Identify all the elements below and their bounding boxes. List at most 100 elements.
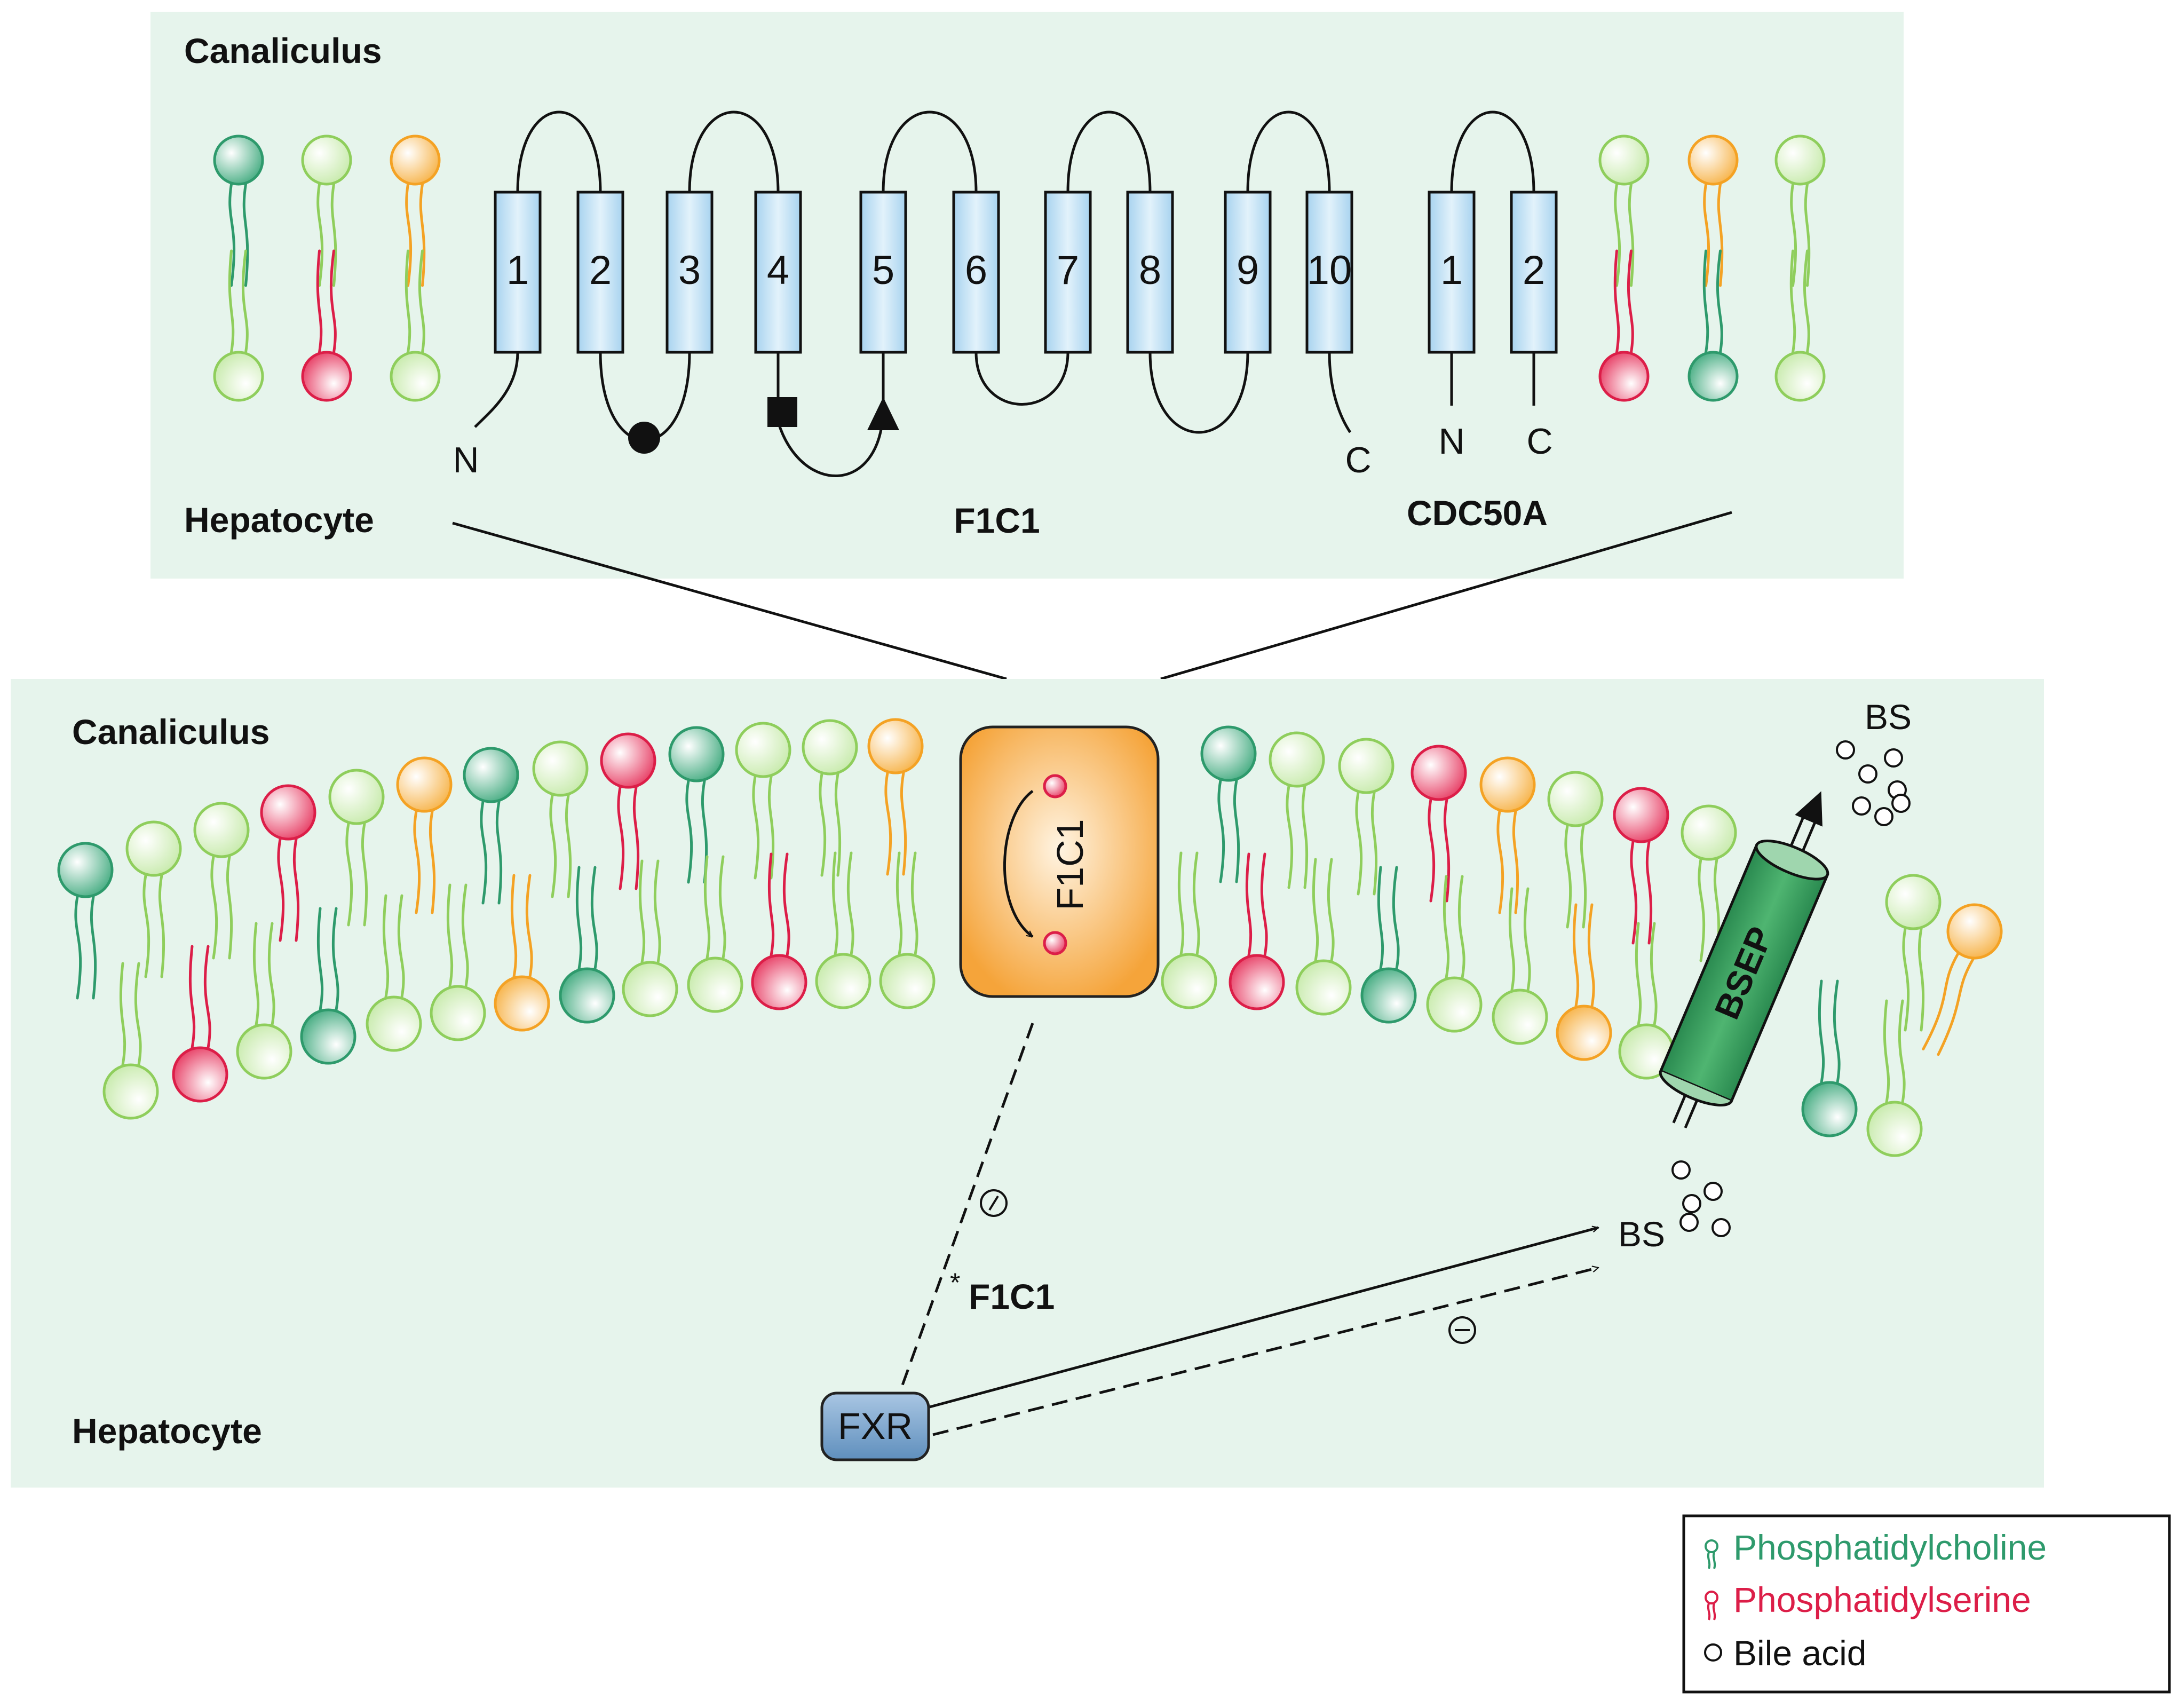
phosphatidylcholine-lipid xyxy=(1687,249,1739,402)
light-lipid xyxy=(1161,851,1217,1009)
light-lipid xyxy=(1618,922,1675,1080)
lipid-bilayer xyxy=(57,718,2003,1157)
bile-acid-particle xyxy=(1671,1160,1691,1180)
svg-text:1: 1 xyxy=(1440,248,1463,293)
bottom-canaliculus-label: Canaliculus xyxy=(72,712,270,752)
fxr-label: FXR xyxy=(838,1405,913,1447)
square-motif-marker xyxy=(767,397,797,427)
light-lipid xyxy=(879,851,936,1009)
bile-acid-particle xyxy=(1679,1213,1699,1232)
orange-lipid xyxy=(1556,903,1612,1061)
svg-text:7: 7 xyxy=(1057,248,1079,293)
bile-acid-particle xyxy=(1836,740,1855,760)
light-lipid xyxy=(1426,875,1483,1033)
light-lipid xyxy=(366,894,422,1052)
svg-text:9: 9 xyxy=(1237,248,1259,293)
phosphatidylserine-lipid xyxy=(1613,787,1669,945)
bile-acids-cytosolic xyxy=(1671,1160,1731,1237)
bsep-transporter: BSEP xyxy=(1659,791,1829,1129)
zoom-line-right xyxy=(1160,511,1732,681)
phosphatidylserine-lipid xyxy=(751,852,807,1010)
bile-acids-canalicular xyxy=(1836,740,1911,826)
light-lipid xyxy=(193,802,250,960)
top-hepatocyte-label: Hepatocyte xyxy=(184,500,374,540)
light-lipid xyxy=(532,740,589,898)
bsep-cylinder-bottom-rim xyxy=(1659,1070,1733,1106)
f1c1-tm-segment: 10 xyxy=(1305,191,1353,354)
svg-text:3: 3 xyxy=(678,248,701,293)
light-lipid xyxy=(687,855,743,1013)
mutant-asterisk: * xyxy=(950,1268,960,1298)
cdc50a-tm-segment: 1 xyxy=(1428,191,1476,354)
bile-acid-particle xyxy=(1858,764,1877,784)
f1c1-loop-7-8 xyxy=(1066,110,1152,193)
f1c1-tm-segment: 9 xyxy=(1224,191,1272,354)
light-lipid xyxy=(1269,731,1325,889)
top-canaliculus-label: Canaliculus xyxy=(184,31,382,70)
circle-motif-marker xyxy=(628,422,660,454)
fxr-box xyxy=(820,1391,930,1461)
legend: Phosphatidylcholine Phosphatidylserine B… xyxy=(1682,1514,2171,1694)
light-lipid xyxy=(1885,874,1942,1032)
bs-cytosolic-label: BS xyxy=(1618,1214,1665,1254)
top-panel-background xyxy=(150,12,1904,579)
phosphatidylserine-lipid xyxy=(1411,745,1467,903)
f1c1-tm-segment: 2 xyxy=(576,191,624,354)
bile-acid-icon xyxy=(1704,1643,1722,1662)
phosphatidylcholine-lipid xyxy=(463,747,519,905)
light-lipid xyxy=(735,722,791,880)
cdc50a-c-terminus: C xyxy=(1526,421,1552,462)
triangle-motif-marker xyxy=(867,397,899,430)
light-lipid xyxy=(125,820,182,978)
phosphatidylcholine-lipid xyxy=(57,842,114,1000)
f1c1-loop-3-4 xyxy=(688,110,780,193)
bottom-panel: Canaliculus Hepatocyte F1C1 BSEP BS BS xyxy=(11,679,2044,1488)
bs-canalicular-label: BS xyxy=(1865,697,1912,737)
phosphatidylserine-lipid xyxy=(260,784,316,942)
svg-text:6: 6 xyxy=(965,248,987,293)
svg-text:2: 2 xyxy=(589,248,612,293)
phosphatidylserine-lipid xyxy=(1229,852,1285,1010)
f1c1-tm-segment: 3 xyxy=(665,191,714,354)
top-right-lipids xyxy=(1598,135,1826,402)
orange-lipid xyxy=(1479,756,1536,914)
phosphatidylcholine-lipid xyxy=(300,907,356,1065)
bottom-hepatocyte-label: Hepatocyte xyxy=(72,1411,262,1451)
light-lipid xyxy=(1598,135,1650,287)
f1c1-n-terminus: N xyxy=(453,440,479,480)
orange-lipid xyxy=(494,874,550,1032)
phosphatidylserine-lipid xyxy=(1598,249,1650,402)
legend-label-phosphatidylcholine: Phosphatidylcholine xyxy=(1733,1528,2047,1567)
cdc50a-protein-label: CDC50A xyxy=(1407,493,1548,533)
f1c1-loop-5-6 xyxy=(882,110,978,193)
f1c1-loop-9-10 xyxy=(1246,110,1331,193)
bile-acid-particle xyxy=(1852,796,1871,816)
light-lipid xyxy=(213,249,264,402)
light-lipid xyxy=(236,922,292,1080)
phosphatidylcholine-icon xyxy=(1705,1539,1718,1569)
light-lipid xyxy=(622,859,678,1017)
light-lipid xyxy=(1774,135,1826,287)
light-lipid xyxy=(802,719,858,877)
light-lipid xyxy=(815,851,871,1009)
f1c1-topology xyxy=(474,110,1535,477)
phosphatidylserine-lipid xyxy=(301,249,352,402)
phosphatidylserine-lipid xyxy=(600,732,656,890)
mutant-f1c1-label: F1C1 xyxy=(969,1277,1055,1316)
svg-text:5: 5 xyxy=(872,248,894,293)
bsep-cylinder-top xyxy=(1755,840,1829,881)
phosphatidylcholine-lipid xyxy=(559,866,615,1024)
f1c1-flippase-box xyxy=(959,725,1160,998)
svg-text:10: 10 xyxy=(1307,248,1352,293)
orange-lipid xyxy=(867,718,924,876)
bile-acid-particle xyxy=(1711,1218,1731,1237)
flipped-lipid-top xyxy=(1043,774,1067,798)
legend-label-bile-acid: Bile acid xyxy=(1733,1633,1866,1673)
light-lipid xyxy=(1774,249,1826,402)
f1c1-loop-6-7 xyxy=(974,352,1069,406)
f1c1-c-tail xyxy=(1328,352,1352,433)
f1c1-flippase-label: F1C1 xyxy=(1049,819,1091,910)
bile-acid-particle xyxy=(1891,794,1911,813)
f1c1-n-tail xyxy=(474,352,519,428)
